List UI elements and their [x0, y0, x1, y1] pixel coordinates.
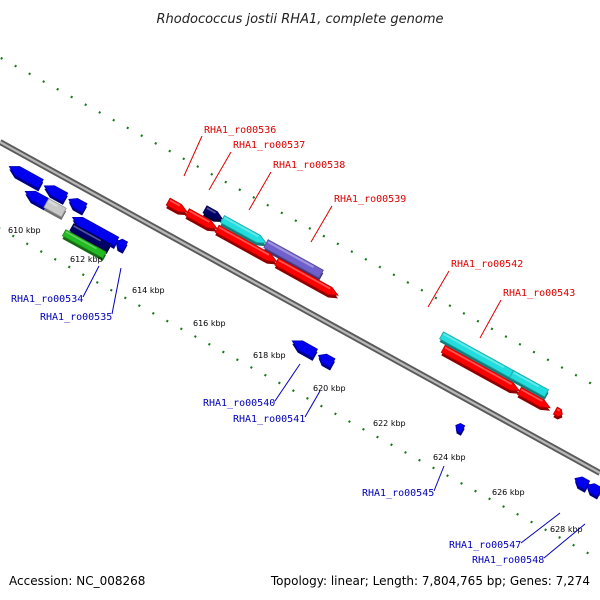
gene-block-RHA1_ro00535: [61, 229, 107, 262]
accession-label: Accession: NC_008268: [9, 574, 145, 588]
gene-block-blue-3: [68, 198, 88, 216]
callout-label[interactable]: RHA1_ro00542: [451, 259, 523, 270]
callout-leader: [183, 135, 203, 177]
callout-label[interactable]: RHA1_ro00545: [362, 488, 434, 499]
callout-leader: [304, 390, 321, 418]
callout-leader: [433, 465, 445, 492]
callout-leader: [248, 171, 272, 211]
callout-label[interactable]: RHA1_ro00541: [233, 414, 305, 425]
callout-label[interactable]: RHA1_ro00548: [472, 555, 544, 566]
callout-leader: [111, 267, 122, 315]
gene-block-blue-4: [24, 190, 50, 211]
callout-label[interactable]: RHA1_ro00534: [11, 294, 83, 305]
genome-backbone: [0, 139, 600, 476]
kbp-scale: 610 kbp 612 kbp 614 kbp 616 kbp 618 kbp 620 k…: [8, 226, 583, 534]
gene-block-red-5: [440, 344, 521, 394]
gene-block-RHA1_ro00537: [202, 205, 224, 223]
callout-label[interactable]: RHA1_ro00537: [233, 140, 305, 151]
callout-label[interactable]: RHA1_ro00538: [273, 160, 345, 171]
gene-features: [8, 166, 600, 500]
gene-block-blue-7: [455, 423, 466, 436]
kbp-label: 628 kbp: [550, 525, 583, 534]
callout-label[interactable]: RHA1_ro00543: [503, 288, 575, 299]
gene-block-RHA1_ro00536: [165, 197, 189, 216]
gene-block-red-7: [552, 406, 563, 420]
gene-block-red-3: [214, 224, 278, 265]
callout-label[interactable]: RHA1_ro00535: [40, 312, 112, 323]
gene-block-red-4: [274, 257, 339, 299]
callout-label[interactable]: RHA1_ro00540: [203, 398, 275, 409]
gene-block-red-6: [516, 386, 551, 411]
kbp-label: 620 kbp: [313, 384, 346, 393]
kbp-label: 618 kbp: [253, 351, 286, 360]
callout-label[interactable]: RHA1_ro00536: [204, 125, 276, 136]
gene-block-RHA1_ro00543: [509, 369, 550, 400]
kbp-label: 624 kbp: [433, 453, 466, 462]
kbp-label: 612 kbp: [70, 255, 103, 264]
kbp-label: 614 kbp: [132, 286, 165, 295]
callout-leader: [520, 512, 561, 544]
gene-block-RHA1_ro00545: [574, 476, 591, 493]
kbp-label: 622 kbp: [373, 419, 406, 428]
kbp-label: 626 kbp: [492, 488, 525, 497]
gene-block-blue-6: [115, 238, 129, 254]
kbp-label: 616 kbp: [193, 319, 226, 328]
callout-label[interactable]: RHA1_ro00539: [334, 194, 406, 205]
gene-block-RHA1_ro00541: [317, 353, 336, 371]
gene-block-blue-1: [8, 166, 44, 192]
callout-leader: [543, 523, 586, 559]
gene-block-RHA1_ro00534: [69, 223, 111, 255]
callout-leader: [274, 363, 301, 402]
callout-leader: [208, 151, 232, 191]
gene-block-red-2: [184, 208, 219, 232]
callout-label[interactable]: RHA1_ro00547: [449, 540, 521, 551]
kbp-label: 610 kbp: [8, 226, 41, 235]
callout-leader: [82, 265, 100, 298]
gene-block-blue-2: [43, 185, 69, 205]
gene-block-RHA1_ro00547: [586, 483, 600, 500]
callout-leader: [479, 299, 502, 339]
gene-block-grey-1: [43, 198, 67, 220]
map-title: Rhodococcus jostii RHA1, complete genome: [157, 12, 444, 27]
gene-block-RHA1_ro00538: [219, 214, 268, 247]
gene-callouts: RHA1_ro00536RHA1_ro00537RHA1_ro00538RHA1…: [11, 125, 586, 566]
gene-block-RHA1_ro00540: [291, 340, 318, 361]
gene-block-RHA1_ro00539: [263, 239, 324, 282]
genome-summary: Topology: linear; Length: 7,804,765 bp; …: [270, 574, 590, 588]
callout-leader: [310, 205, 333, 243]
callout-leader: [427, 270, 450, 308]
